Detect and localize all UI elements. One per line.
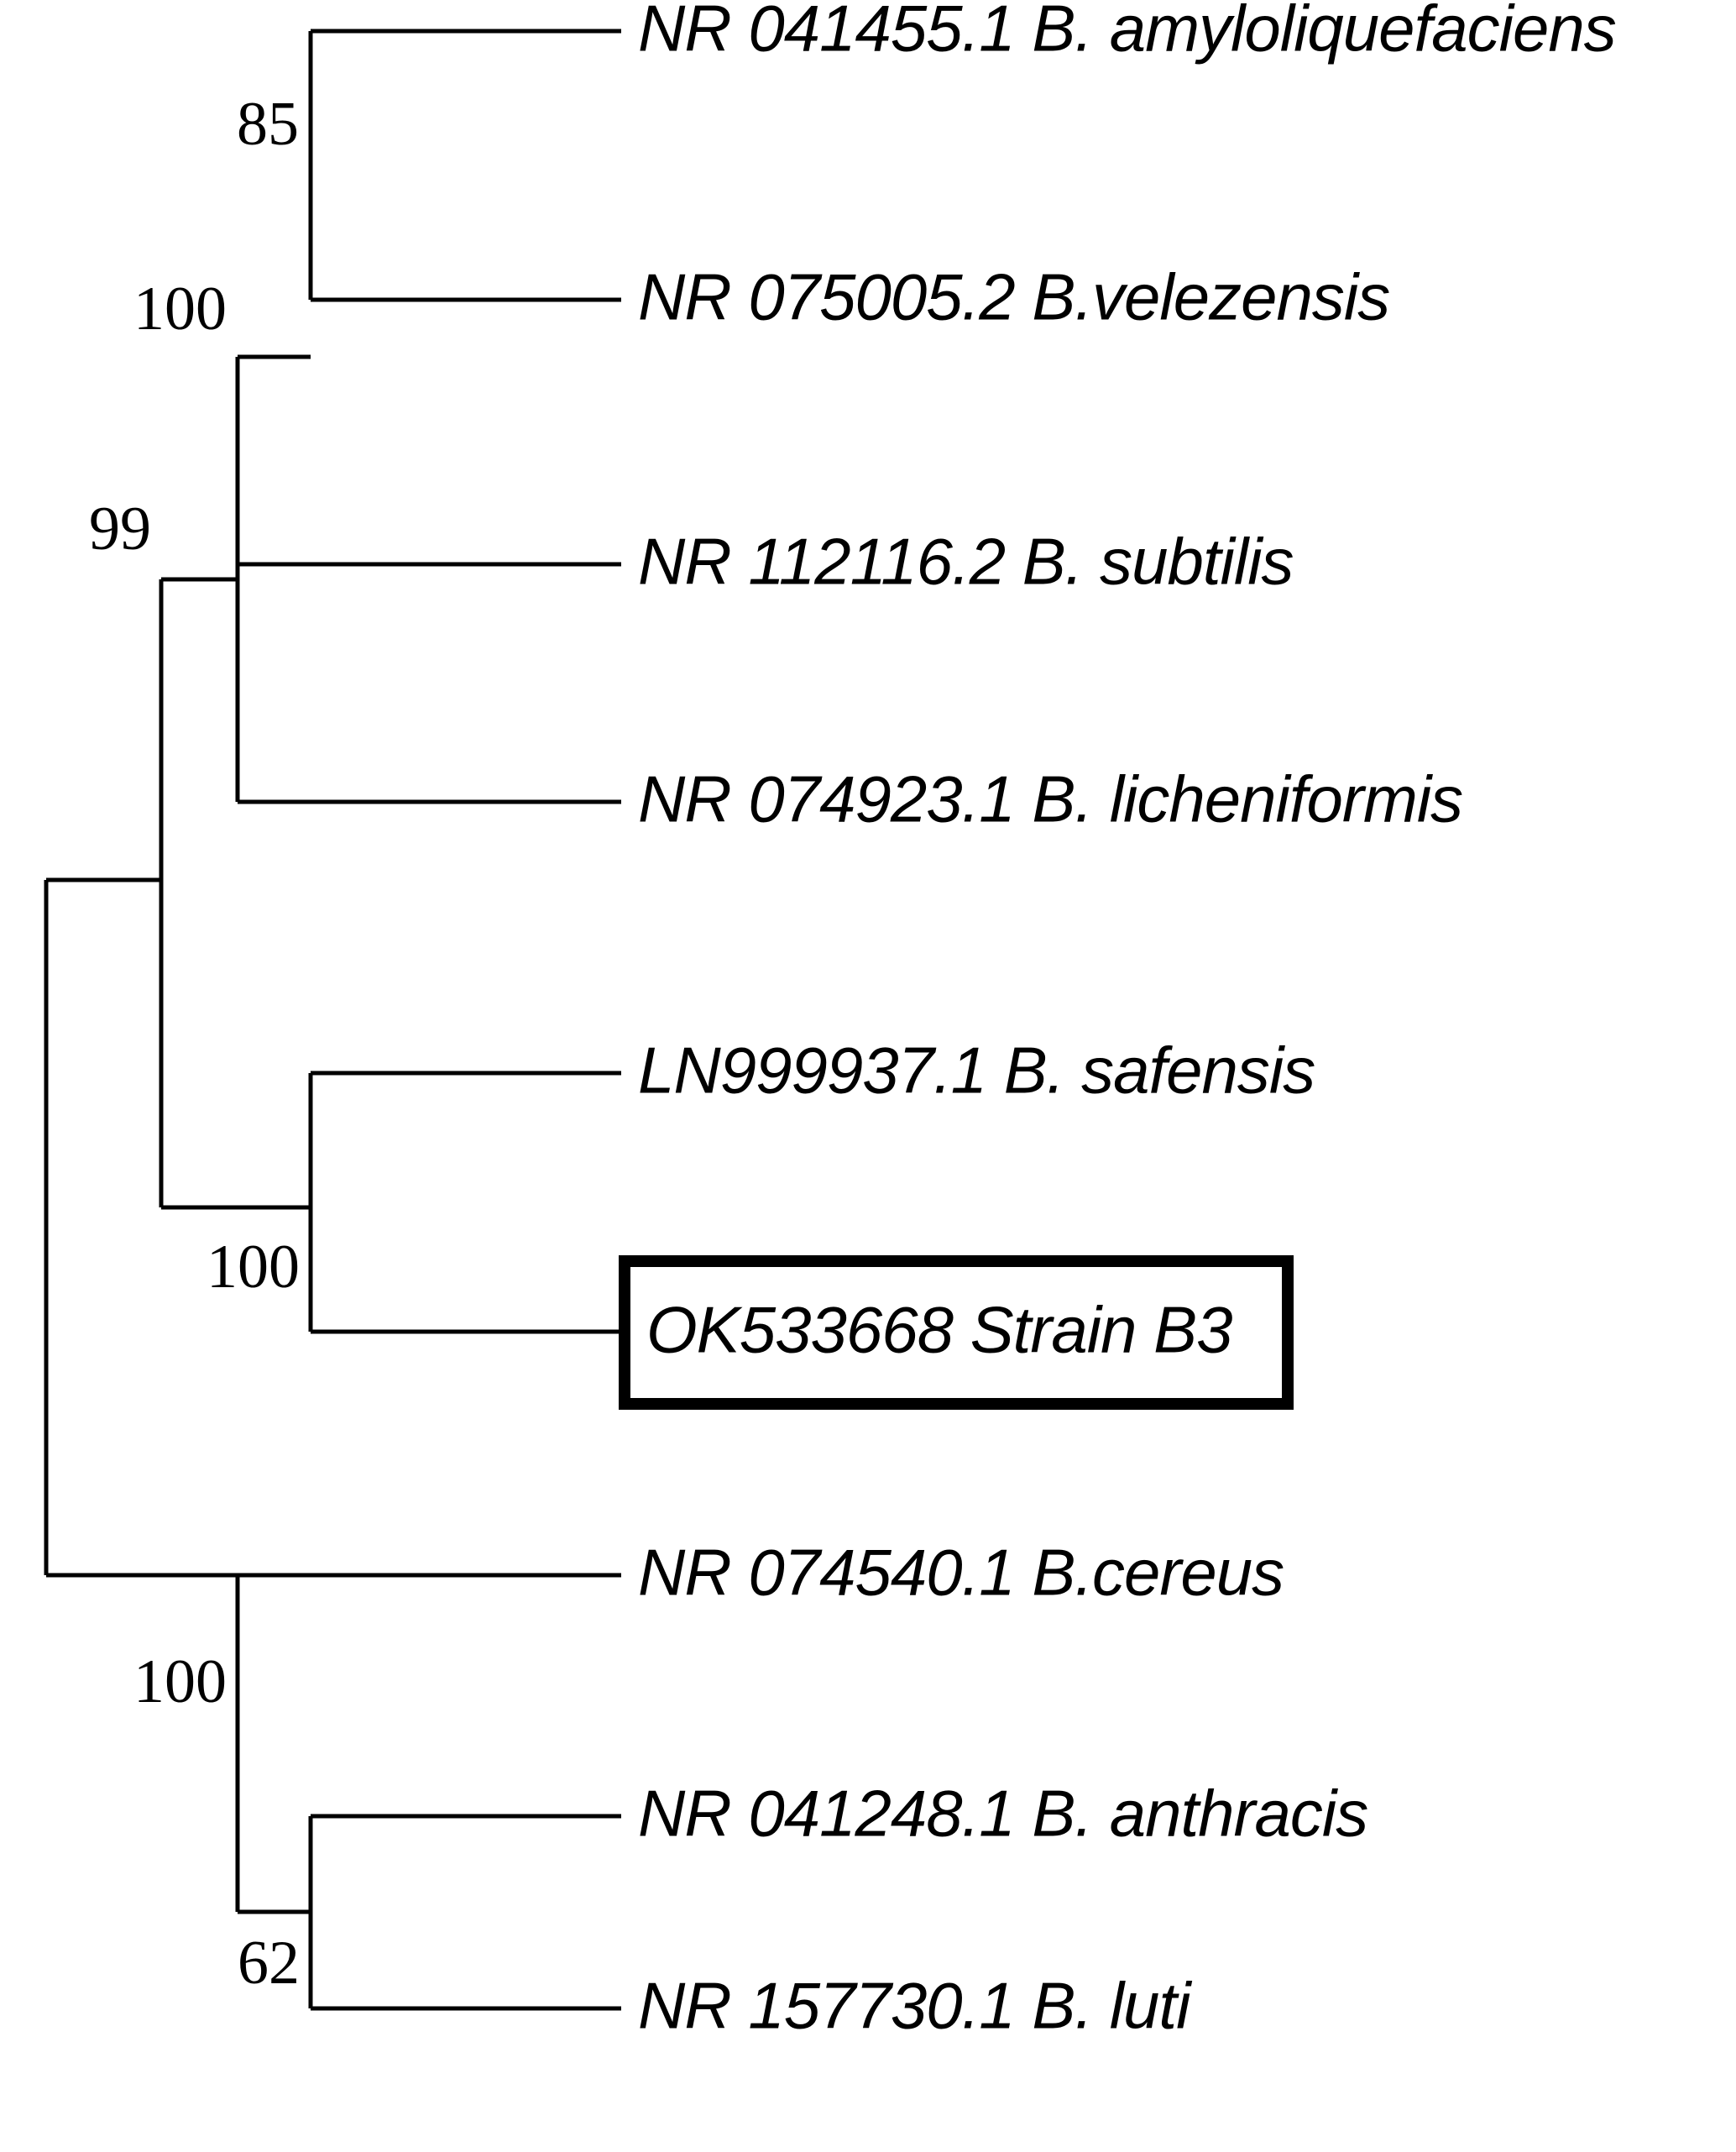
support-value-node-85: 85 (237, 90, 299, 159)
support-value-node-62: 62 (238, 1929, 300, 1998)
tip-label-amyloliquefaciens: NR 041455.1 B. amyloliquefaciens (638, 0, 1616, 65)
support-value-node-100-upper: 100 (133, 275, 227, 343)
support-value-node-100-cereus: 100 (133, 1647, 227, 1716)
tip-label-subtilis: NR 112116.2 B. subtilis (638, 525, 1294, 599)
tree-branches (44, 29, 621, 2011)
strain-b3-highlight-box (619, 1255, 1294, 1410)
tip-label-strain-b3: OK533668 Strain B3 (646, 1293, 1232, 1367)
tip-label-luti: NR 157730.1 B. luti (638, 1969, 1193, 2043)
support-value-node-100-b3: 100 (207, 1233, 300, 1301)
tip-label-anthracis: NR 041248.1 B. anthracis (638, 1777, 1367, 1851)
tip-label-safensis: LN999937.1 B. safensis (638, 1034, 1315, 1107)
tip-label-velezensis: NR 075005.2 B.velezensis (638, 260, 1389, 334)
support-value-node-99: 99 (89, 495, 151, 563)
tree-support-values: 85 100 99 100 100 62 (89, 90, 300, 1998)
tip-label-cereus: NR 074540.1 B.cereus (638, 1536, 1284, 1610)
tip-label-licheniformis: NR 074923.1 B. licheniformis (638, 762, 1462, 836)
tree-tip-labels: NR 041455.1 B. amyloliquefaciens NR 0750… (638, 0, 1617, 2043)
